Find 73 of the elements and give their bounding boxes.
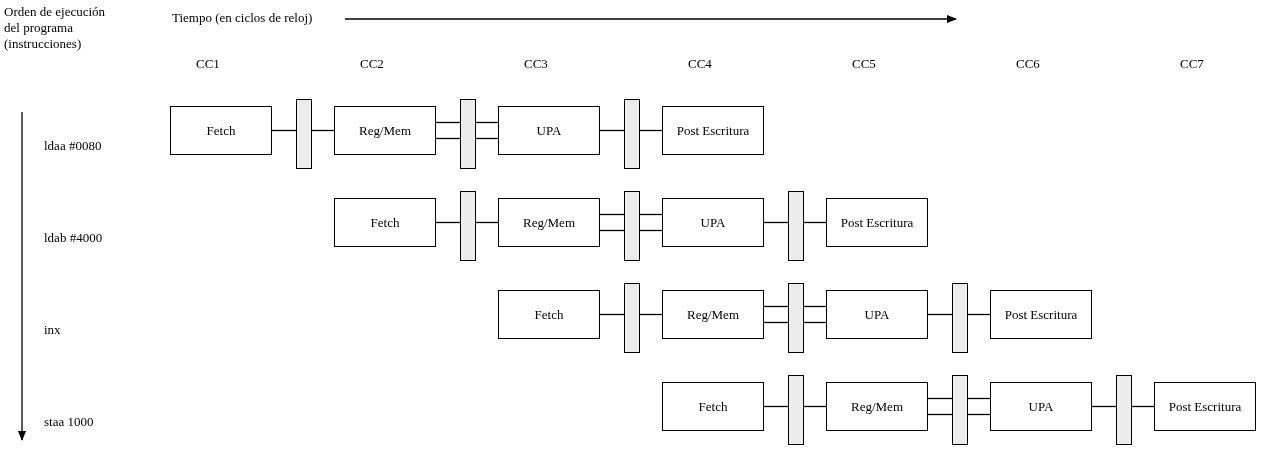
pipeline-register-bar [952, 283, 968, 353]
stage-box: UPA [662, 198, 764, 247]
connector-line [803, 221, 827, 224]
connector-line [435, 221, 461, 224]
instruction-label: staa 1000 [44, 414, 94, 430]
connector-line [763, 321, 789, 324]
pipeline-register-bar [624, 191, 640, 261]
connector-line [435, 137, 461, 140]
stage-box: Reg/Mem [826, 382, 928, 431]
connector-line [435, 121, 461, 124]
stage-box: Reg/Mem [662, 290, 764, 339]
connector-line [927, 413, 953, 416]
axis-title: Orden de ejecución del programa (instrucciones) [4, 4, 107, 52]
connector-line [599, 213, 625, 216]
stage-box: Reg/Mem [498, 198, 600, 247]
clock-cycle-label: CC3 [524, 56, 548, 72]
pipeline-register-bar [624, 99, 640, 169]
instruction-label: inx [44, 322, 61, 338]
stage-box: Post Escritura [662, 106, 764, 155]
pipeline-register-bar [788, 283, 804, 353]
stage-box: Fetch [498, 290, 600, 339]
connector-line [1091, 405, 1117, 408]
axis-title: Tiempo (en ciclos de reloj) [172, 10, 313, 26]
pipeline-register-bar [624, 283, 640, 353]
connector-line [763, 305, 789, 308]
stage-box: UPA [826, 290, 928, 339]
pipeline-register-bar [788, 191, 804, 261]
connector-line [803, 405, 827, 408]
instruction-label: ldaa #0080 [44, 138, 102, 154]
connector-line [1131, 405, 1155, 408]
connector-line [967, 313, 991, 316]
connector-line [967, 397, 991, 400]
connector-line [967, 413, 991, 416]
connector-line [475, 221, 499, 224]
stage-box: Post Escritura [1154, 382, 1256, 431]
connector-line [763, 221, 789, 224]
connector-line [599, 313, 625, 316]
connector-line [927, 397, 953, 400]
pipeline-register-bar [460, 191, 476, 261]
clock-cycle-label: CC6 [1016, 56, 1040, 72]
pipeline-register-bar [1116, 375, 1132, 445]
connector-line [803, 305, 827, 308]
pipeline-register-bar [788, 375, 804, 445]
connector-line [271, 129, 297, 132]
connector-line [475, 121, 499, 124]
pipeline-register-bar [952, 375, 968, 445]
connector-line [639, 213, 663, 216]
stage-box: Fetch [334, 198, 436, 247]
stage-box: Fetch [662, 382, 764, 431]
instruction-label: ldab #4000 [44, 230, 103, 246]
clock-cycle-label: CC5 [852, 56, 876, 72]
stage-box: UPA [498, 106, 600, 155]
connector-line [927, 313, 953, 316]
connector-line [763, 405, 789, 408]
clock-cycle-label: CC4 [688, 56, 712, 72]
pipeline-register-bar [296, 99, 312, 169]
connector-line [599, 229, 625, 232]
stage-box: Post Escritura [990, 290, 1092, 339]
connector-line [639, 129, 663, 132]
pipeline-register-bar [460, 99, 476, 169]
clock-cycle-label: CC2 [360, 56, 384, 72]
stage-box: Fetch [170, 106, 272, 155]
connector-line [639, 313, 663, 316]
clock-cycle-label: CC7 [1180, 56, 1204, 72]
stage-box: Post Escritura [826, 198, 928, 247]
connector-line [599, 129, 625, 132]
clock-cycle-label: CC1 [196, 56, 220, 72]
connector-line [311, 129, 335, 132]
stage-box: Reg/Mem [334, 106, 436, 155]
connector-line [803, 321, 827, 324]
connector-line [639, 229, 663, 232]
stage-box: UPA [990, 382, 1092, 431]
connector-line [475, 137, 499, 140]
